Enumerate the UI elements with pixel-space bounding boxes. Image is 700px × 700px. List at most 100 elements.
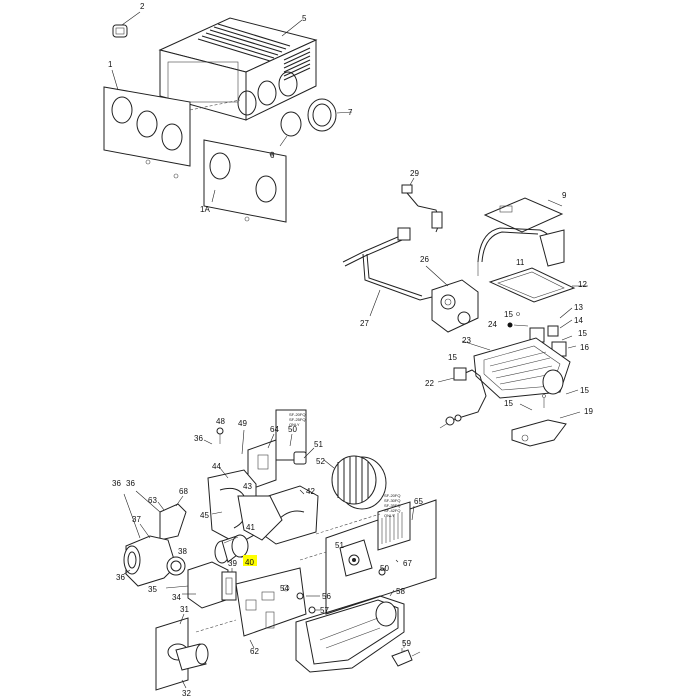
callout-36-a: 36: [194, 434, 203, 443]
note-right-line-3: SF-35FQ: [384, 503, 400, 508]
parts-41-44-45-scroll: [207, 467, 283, 545]
inset-box-parts-50-65-67: [325, 499, 437, 615]
part-26-gas-valve: [425, 265, 479, 333]
callout-57: 57: [320, 606, 329, 615]
callout-5: 5: [302, 14, 307, 23]
parts-63-68-bracket: [123, 490, 187, 541]
callout-11: 11: [516, 258, 525, 267]
callout-40: 40: [245, 558, 254, 567]
note-top-line-2: SF-25FQ: [289, 417, 305, 422]
part-6-7-rings: [269, 98, 353, 157]
callout-35: 35: [148, 585, 157, 594]
callout-44: 44: [212, 462, 221, 471]
callout-2: 2: [140, 2, 145, 11]
callout-63: 63: [148, 496, 157, 505]
note-top: SF-20FQ SF-25FQ ONLY: [289, 412, 305, 427]
part-59-fitting: [391, 648, 421, 667]
callout-51-b: 51: [335, 541, 344, 550]
parts-31-32-collar: [155, 613, 209, 691]
callout-14: 14: [574, 316, 583, 325]
callout-38: 38: [178, 547, 187, 556]
cabinet-assembly: [103, 11, 353, 223]
callout-32: 32: [182, 689, 191, 698]
callout-50-a: 50: [288, 425, 297, 434]
callout-16: 16: [580, 343, 589, 352]
callout-24: 24: [488, 320, 497, 329]
callout-39: 39: [228, 559, 237, 568]
parts-36-37-38-motor: [123, 523, 186, 587]
note-top-line-3: ONLY: [289, 422, 300, 427]
note-right-line-5: ONLY: [384, 513, 395, 518]
part-5-casing: [158, 17, 318, 121]
callout-59: 59: [402, 639, 411, 648]
callout-42: 42: [306, 487, 315, 496]
callout-12: 12: [578, 280, 587, 289]
callout-labels: 2 5 1 7 6 1A 29 9 11 26 12 13 15 14 24 1…: [108, 2, 593, 698]
part-40-motor-highlighted: [214, 534, 249, 564]
note-right-line-2: SF-30FQ: [384, 498, 400, 503]
note-right-line-1: SF-20FQ: [384, 493, 400, 498]
callout-22: 22: [425, 379, 434, 388]
callout-19: 19: [584, 407, 593, 416]
callout-41: 41: [246, 523, 255, 532]
callout-58: 58: [396, 587, 405, 596]
callout-15-c: 15: [448, 353, 457, 362]
parts-34-35-39-mount: [165, 561, 237, 609]
callout-65: 65: [414, 497, 423, 506]
callout-50-b: 50: [380, 564, 389, 573]
parts-51-52-wheel: [293, 447, 387, 510]
part-27-gas-line: [342, 227, 437, 317]
note-right-line-4: SF-42FQ: [384, 508, 400, 513]
part-9-bracket: [477, 197, 565, 276]
callout-36-d: 36: [116, 573, 125, 582]
note-top-line-1: SF-20FQ: [289, 412, 305, 417]
part-1-panel: [103, 69, 241, 167]
callout-49: 49: [238, 419, 247, 428]
callout-31: 31: [180, 605, 189, 614]
callout-68: 68: [179, 487, 188, 496]
callout-52: 52: [316, 457, 325, 466]
note-right: SF-20FQ SF-30FQ SF-35FQ SF-42FQ ONLY: [384, 493, 400, 518]
callout-15-a: 15: [504, 310, 513, 319]
part-58-chamber: [295, 589, 405, 673]
part-19-chamber: [511, 389, 581, 447]
callout-54: 54: [280, 584, 289, 593]
callout-40-highlight: [243, 555, 257, 566]
callout-36-c: 36: [126, 479, 135, 488]
callout-48: 48: [216, 417, 225, 426]
callout-29: 29: [410, 169, 419, 178]
blower-motor-assembly: [123, 409, 437, 691]
callout-6: 6: [270, 151, 275, 160]
parts-54-56-57-62-plate: [195, 567, 320, 649]
callout-34: 34: [172, 593, 181, 602]
callout-26: 26: [420, 255, 429, 264]
callout-15-e: 15: [504, 399, 513, 408]
callout-23: 23: [462, 336, 471, 345]
part-22-igniter: [437, 367, 487, 429]
callout-67: 67: [403, 559, 412, 568]
callout-64: 64: [270, 425, 279, 434]
parts-48-49-screws: [203, 427, 245, 455]
part-29-sensor: [401, 177, 443, 233]
part-12-gasket: [488, 267, 588, 303]
burner-valve-assembly: [342, 177, 588, 447]
callout-1a: 1A: [200, 205, 210, 214]
callout-45: 45: [200, 511, 209, 520]
callout-37: 37: [132, 515, 141, 524]
part-64-plate: [247, 409, 307, 491]
callout-43: 43: [243, 482, 252, 491]
callout-36-b: 36: [112, 479, 121, 488]
callout-7: 7: [348, 108, 353, 117]
callout-62: 62: [250, 647, 259, 656]
callout-51-a: 51: [314, 440, 323, 449]
callout-56: 56: [322, 592, 331, 601]
part-23-burner: [461, 337, 571, 399]
callout-15-b: 15: [578, 329, 587, 338]
callout-13: 13: [574, 303, 583, 312]
part-1a-panel: [145, 139, 287, 223]
callout-15-d: 15: [580, 386, 589, 395]
callout-1: 1: [108, 60, 113, 69]
part-2-knob: [112, 11, 141, 38]
callout-9: 9: [562, 191, 567, 200]
